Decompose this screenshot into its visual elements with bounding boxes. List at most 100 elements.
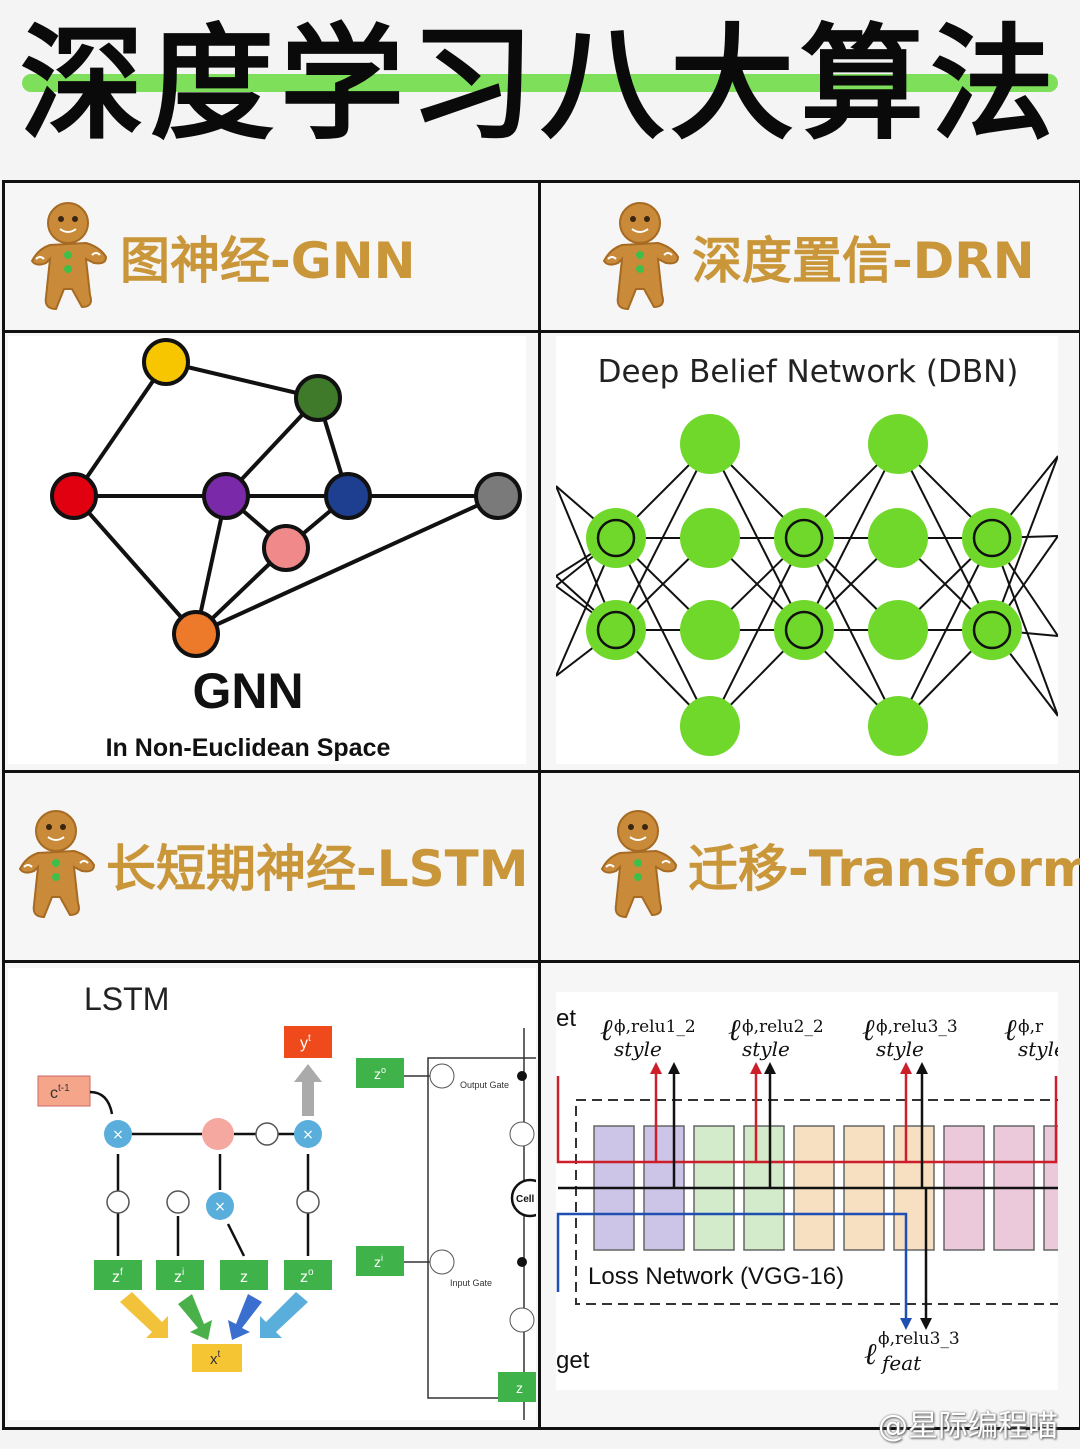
z-box xyxy=(220,1260,268,1290)
sigmoid-icon xyxy=(509,1121,535,1147)
watermark: @星际编程喵 xyxy=(878,1409,1058,1444)
gingerbread-icon xyxy=(19,810,95,918)
input-arrow-icon xyxy=(260,1292,308,1338)
zo-box xyxy=(284,1260,332,1290)
dbn-node xyxy=(586,600,646,660)
partial-label: get xyxy=(556,1347,590,1374)
svg-text:ϕ,relu1_2: ϕ,relu1_2 xyxy=(614,1017,696,1037)
input-arrow-icon xyxy=(178,1294,212,1340)
dbn-edge xyxy=(803,443,899,631)
title-area: 深度学习八大算法 xyxy=(0,0,1080,180)
cell-node xyxy=(202,1118,234,1150)
dbn-node xyxy=(868,414,928,474)
dbn-node xyxy=(962,508,1022,568)
grid-divider xyxy=(2,330,1079,333)
dbn-edge xyxy=(709,537,805,727)
input-arrow-icon xyxy=(228,1294,262,1340)
section-header-dbn: 深度置信-DRN xyxy=(600,182,1035,332)
svg-text:ℓ: ℓ xyxy=(600,1013,613,1048)
z-box xyxy=(498,1372,536,1402)
node-pink xyxy=(262,524,310,572)
svg-text:zo: zo xyxy=(374,1065,386,1082)
multiply-node xyxy=(104,1120,132,1148)
gingerbread-icon xyxy=(601,810,677,918)
dbn-edge xyxy=(615,537,711,727)
dbn-node xyxy=(868,508,928,568)
gnn-panel: GNN In Non-Euclidean Space xyxy=(8,336,526,764)
lstm-title: LSTM xyxy=(84,981,169,1017)
transform-panel: et ℓ ϕ,relu1_2 style ℓ ϕ,relu2_2 style ℓ… xyxy=(556,992,1058,1390)
node-orange xyxy=(172,610,220,658)
grid-divider xyxy=(2,960,1079,963)
svg-text:z: z xyxy=(516,1380,523,1396)
svg-text:style: style xyxy=(1018,1037,1058,1061)
svg-text:ℓ: ℓ xyxy=(864,1337,877,1372)
svg-text:×: × xyxy=(302,1127,314,1143)
sigmoid-icon xyxy=(296,1190,320,1214)
dbn-title: Deep Belief Network (DBN) xyxy=(598,354,1019,390)
dbn-node xyxy=(680,508,740,568)
grid-divider-vertical xyxy=(538,180,541,1427)
zi-box xyxy=(356,1246,404,1276)
svg-text:zi: zi xyxy=(374,1253,383,1270)
svg-text:Cell: Cell xyxy=(516,1194,535,1205)
multiply-node xyxy=(294,1120,322,1148)
gnn-graph: GNN In Non-Euclidean Space xyxy=(50,338,522,762)
dbn-node xyxy=(586,508,646,568)
svg-text:Input Gate: Input Gate xyxy=(450,1278,492,1288)
node-blue xyxy=(324,472,372,520)
svg-text:style: style xyxy=(876,1037,924,1061)
dbn-node xyxy=(868,600,928,660)
grid-divider xyxy=(2,770,1079,773)
svg-text:ϕ,r: ϕ,r xyxy=(1018,1017,1044,1037)
gnn-sublabel: In Non-Euclidean Space xyxy=(106,734,391,762)
section-header-gnn: 图神经-GNN xyxy=(28,182,415,332)
svg-text:ϕ,relu3_3: ϕ,relu3_3 xyxy=(876,1017,958,1037)
partial-label: et xyxy=(556,1005,576,1032)
loss-network-frame xyxy=(575,1099,1058,1305)
lstm-diagram: LSTM ct-1 yt × × × xyxy=(37,981,536,1420)
page-title: 深度学习八大算法 xyxy=(19,13,1060,157)
x-box xyxy=(192,1344,242,1372)
svg-text:style: style xyxy=(742,1037,790,1061)
section-header-lstm: 长短期神经-LSTM xyxy=(16,790,529,940)
node-purple xyxy=(202,472,250,520)
sigmoid-icon xyxy=(429,1249,455,1275)
section-heading: 图神经-GNN xyxy=(120,232,416,290)
svg-text:ϕ,relu2_2: ϕ,relu2_2 xyxy=(742,1017,824,1037)
dbn-node-ring xyxy=(972,610,1012,650)
svg-text:yt: yt xyxy=(300,1033,311,1052)
lstm-panel: LSTM ct-1 yt × × × xyxy=(8,968,536,1420)
dbn-node xyxy=(680,600,740,660)
dbn-panel: Deep Belief Network (DBN) xyxy=(556,336,1058,764)
dbn-node-ring xyxy=(784,518,824,558)
zf-box xyxy=(94,1260,142,1290)
dbn-node-ring xyxy=(784,610,824,650)
svg-text:ℓ: ℓ xyxy=(728,1013,741,1048)
dbn-edge xyxy=(803,537,899,727)
dbn-node xyxy=(868,696,928,756)
svg-text:style: style xyxy=(614,1037,662,1061)
dbn-node xyxy=(962,600,1022,660)
dbn-edge xyxy=(991,455,1058,631)
multiply-node xyxy=(206,1192,234,1220)
svg-text:ℓ: ℓ xyxy=(862,1013,875,1048)
svg-text:feat: feat xyxy=(880,1351,922,1375)
loss-network-label: Loss Network (VGG-16) xyxy=(588,1263,844,1290)
node-yellow xyxy=(142,338,190,386)
dbn-node xyxy=(680,414,740,474)
dbn-node-ring xyxy=(596,518,636,558)
svg-text:×: × xyxy=(214,1199,226,1215)
node-red xyxy=(50,472,98,520)
loss-network-diagram: et ℓ ϕ,relu1_2 style ℓ ϕ,relu2_2 style ℓ… xyxy=(556,1005,1058,1375)
section-heading: 深度置信-DRN xyxy=(692,232,1035,290)
gnn-label: GNN xyxy=(192,663,303,719)
up-arrow-icon xyxy=(294,1064,322,1116)
svg-text:zi: zi xyxy=(174,1267,184,1286)
dbn-node xyxy=(774,508,834,568)
y-box xyxy=(284,1026,332,1058)
svg-text:ϕ,relu3_3: ϕ,relu3_3 xyxy=(878,1329,960,1349)
sigmoid-icon xyxy=(509,1307,535,1333)
svg-text:Output Gate: Output Gate xyxy=(460,1080,509,1090)
gingerbread-icon xyxy=(31,202,107,310)
